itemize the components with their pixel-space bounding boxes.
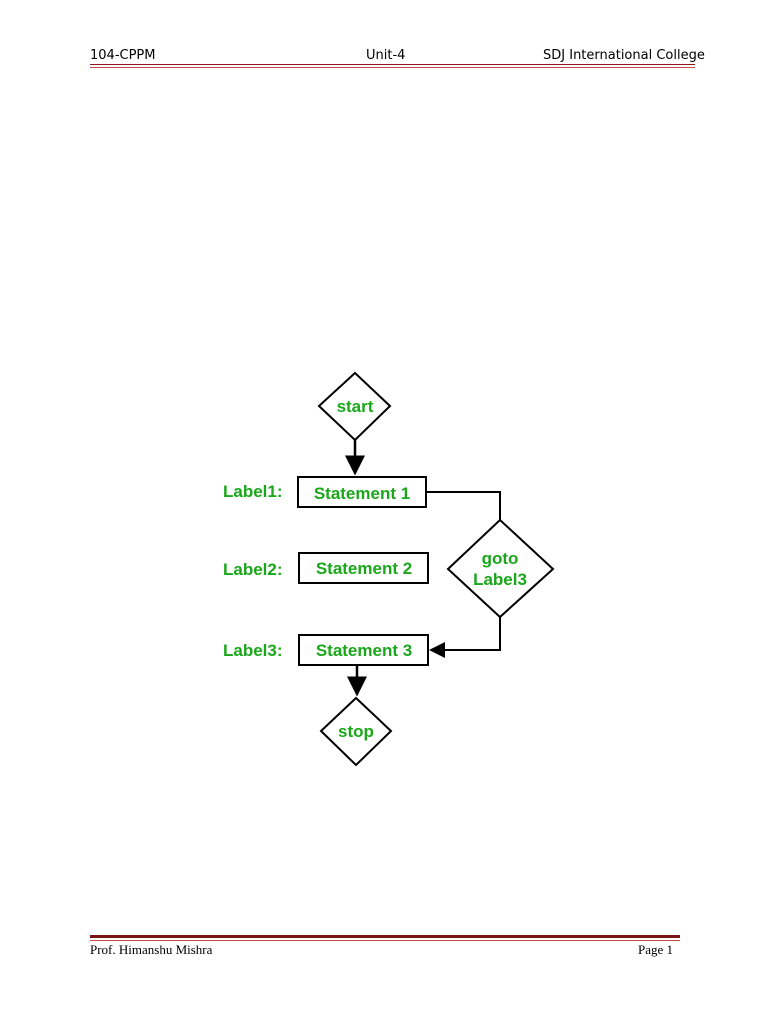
footer-rule <box>90 935 680 938</box>
start-text: start <box>337 397 374 416</box>
statement2-text: Statement 2 <box>316 559 412 578</box>
header-rule-secondary <box>90 67 695 68</box>
statement1-box <box>297 476 427 508</box>
stop-terminal-shape <box>319 696 393 767</box>
footer-page-number: Page 1 <box>638 942 674 957</box>
header-course-code: 104-CPPM <box>90 48 156 63</box>
goto-decision-shape <box>446 518 555 619</box>
header-rule <box>90 64 695 65</box>
stop-text: stop <box>338 722 374 741</box>
label3-text: Label3: <box>223 641 283 660</box>
footer-author: Prof. Himanshu Mishra <box>90 942 213 957</box>
statement1-text: Statement 1 <box>314 484 410 503</box>
footer-rule-secondary <box>90 940 680 941</box>
header-college: SDJ International College <box>543 48 705 63</box>
statement2-box <box>298 552 429 584</box>
connector-statement1-to-goto <box>426 491 501 520</box>
goto-text-line1: goto <box>482 549 519 568</box>
goto-text-line2: Label3 <box>473 570 527 589</box>
statement3-box <box>298 634 429 666</box>
connector-goto-to-statement3 <box>429 617 501 658</box>
statement3-text: Statement 3 <box>316 641 412 660</box>
label1-text: Label1: <box>223 482 283 501</box>
label2-text: Label2: <box>223 560 283 579</box>
header-unit: Unit-4 <box>366 48 406 63</box>
